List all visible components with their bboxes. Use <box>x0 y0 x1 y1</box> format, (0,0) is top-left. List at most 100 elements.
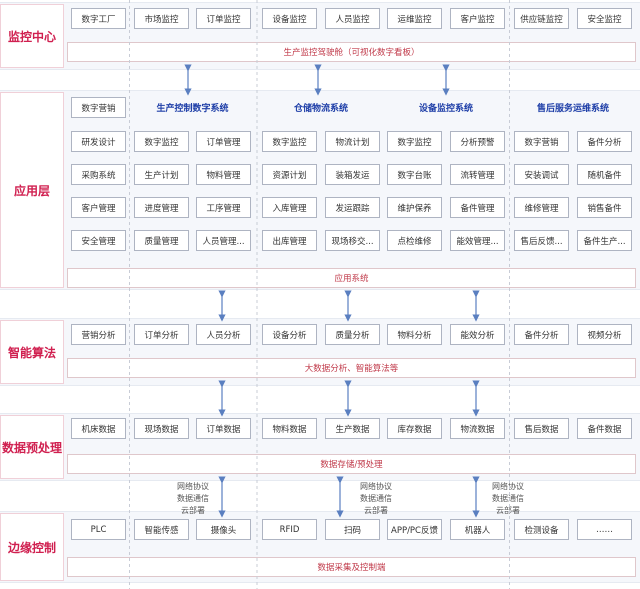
edge-item: 摄像头 <box>196 519 251 540</box>
app-item: 数字监控 <box>387 131 442 152</box>
monitor-item: 运维监控 <box>387 8 442 29</box>
algorithm-item: 质量分析 <box>325 324 380 345</box>
monitor-item: 客户监控 <box>450 8 505 29</box>
algorithm-item: 设备分析 <box>262 324 317 345</box>
protocol-line: 云部署 <box>496 506 520 515</box>
protocol-line: 网络协议 <box>360 482 392 491</box>
app-item: 维护保养 <box>387 197 442 218</box>
app-item: 备件分析 <box>577 131 632 152</box>
layer-label-monitor: 监控中心 <box>0 4 64 68</box>
app-item: 数字监控 <box>134 131 189 152</box>
protocol-label-middle: 网络协议 数据通信 云部署 <box>346 481 406 517</box>
data-item: 库存数据 <box>387 418 442 439</box>
bigdata-analysis-bar: 大数据分析、智能算法等 <box>67 358 636 378</box>
data-item: 现场数据 <box>134 418 189 439</box>
app-item: 点检维修 <box>387 230 442 251</box>
app-item: 人员管理... <box>196 230 251 251</box>
app-item: 安全管理 <box>71 230 126 251</box>
protocol-line: 云部署 <box>181 506 205 515</box>
app-item: 物流计划 <box>325 131 380 152</box>
edge-item: RFID <box>262 519 317 540</box>
app-item: 数字营销 <box>71 97 126 118</box>
app-item: 售后反馈... <box>514 230 569 251</box>
monitor-item: 数字工厂 <box>71 8 126 29</box>
monitor-cockpit-bar: 生产监控驾驶舱（可视化数字看板） <box>67 42 636 62</box>
monitor-item: 市场监控 <box>134 8 189 29</box>
protocol-line: 网络协议 <box>492 482 524 491</box>
application-layer-bg <box>0 90 640 290</box>
app-item: 流转管理 <box>450 164 505 185</box>
data-item: 备件数据 <box>577 418 632 439</box>
app-item: 工序管理 <box>196 197 251 218</box>
edge-item: …… <box>577 519 632 540</box>
data-item: 机床数据 <box>71 418 126 439</box>
edge-item: 检测设备 <box>514 519 569 540</box>
app-item: 进度管理 <box>134 197 189 218</box>
monitor-item: 设备监控 <box>262 8 317 29</box>
monitor-item: 供应链监控 <box>514 8 569 29</box>
app-item: 资源计划 <box>262 164 317 185</box>
app-item: 采购系统 <box>71 164 126 185</box>
app-item: 物料管理 <box>196 164 251 185</box>
app-item: 安装调试 <box>514 164 569 185</box>
app-item: 现场移交... <box>325 230 380 251</box>
layer-label-algorithm: 智能算法 <box>0 320 64 384</box>
algorithm-item: 视频分析 <box>577 324 632 345</box>
data-storage-bar: 数据存储/预处理 <box>67 454 636 474</box>
app-item: 生产计划 <box>134 164 189 185</box>
algorithm-item: 物料分析 <box>387 324 442 345</box>
algorithm-item: 备件分析 <box>514 324 569 345</box>
app-item: 出库管理 <box>262 230 317 251</box>
edge-item: APP/PC反馈 <box>387 519 442 540</box>
group-title-production: 生产控制数字系统 <box>156 104 229 114</box>
app-item: 装箱发运 <box>325 164 380 185</box>
app-item: 维修管理 <box>514 197 569 218</box>
app-item: 数字营销 <box>514 131 569 152</box>
data-item: 生产数据 <box>325 418 380 439</box>
algorithm-item: 人员分析 <box>196 324 251 345</box>
application-system-bar: 应用系统 <box>67 268 636 288</box>
data-item: 物料数据 <box>262 418 317 439</box>
app-item: 发运跟踪 <box>325 197 380 218</box>
protocol-line: 数据通信 <box>360 494 392 503</box>
app-item: 随机备件 <box>577 164 632 185</box>
protocol-label-left: 网络协议 数据通信 云部署 <box>163 481 223 517</box>
algorithm-item: 营销分析 <box>71 324 126 345</box>
app-item: 客户管理 <box>71 197 126 218</box>
app-item: 能效管理... <box>450 230 505 251</box>
group-title-equipment: 设备监控系统 <box>418 104 473 114</box>
algorithm-item: 订单分析 <box>134 324 189 345</box>
protocol-line: 数据通信 <box>177 494 209 503</box>
edge-item: 机器人 <box>450 519 505 540</box>
data-item: 订单数据 <box>196 418 251 439</box>
data-collection-bar: 数据采集及控制端 <box>67 557 636 577</box>
algorithm-item: 能效分析 <box>450 324 505 345</box>
protocol-label-right: 网络协议 数据通信 云部署 <box>478 481 538 517</box>
monitor-item: 安全监控 <box>577 8 632 29</box>
group-title-aftersales: 售后服务运维系统 <box>536 104 609 114</box>
monitor-item: 订单监控 <box>196 8 251 29</box>
edge-item: 扫码 <box>325 519 380 540</box>
data-item: 物流数据 <box>450 418 505 439</box>
app-item: 备件生产... <box>577 230 632 251</box>
group-title-warehouse: 仓储物流系统 <box>293 104 348 114</box>
layer-label-data: 数据预处理 <box>0 415 64 479</box>
app-item: 分析预警 <box>450 131 505 152</box>
app-item: 订单管理 <box>196 131 251 152</box>
edge-item: PLC <box>71 519 126 540</box>
data-item: 售后数据 <box>514 418 569 439</box>
layer-label-application: 应用层 <box>0 92 64 288</box>
edge-item: 智能传感 <box>134 519 189 540</box>
protocol-line: 网络协议 <box>177 482 209 491</box>
monitor-item: 人员监控 <box>325 8 380 29</box>
app-item: 备件管理 <box>450 197 505 218</box>
layer-label-edge: 边缘控制 <box>0 513 64 581</box>
app-item: 数字监控 <box>262 131 317 152</box>
app-item: 数字台账 <box>387 164 442 185</box>
app-item: 研发设计 <box>71 131 126 152</box>
app-item: 销售备件 <box>577 197 632 218</box>
protocol-line: 云部署 <box>364 506 388 515</box>
app-item: 质量管理 <box>134 230 189 251</box>
app-item: 入库管理 <box>262 197 317 218</box>
